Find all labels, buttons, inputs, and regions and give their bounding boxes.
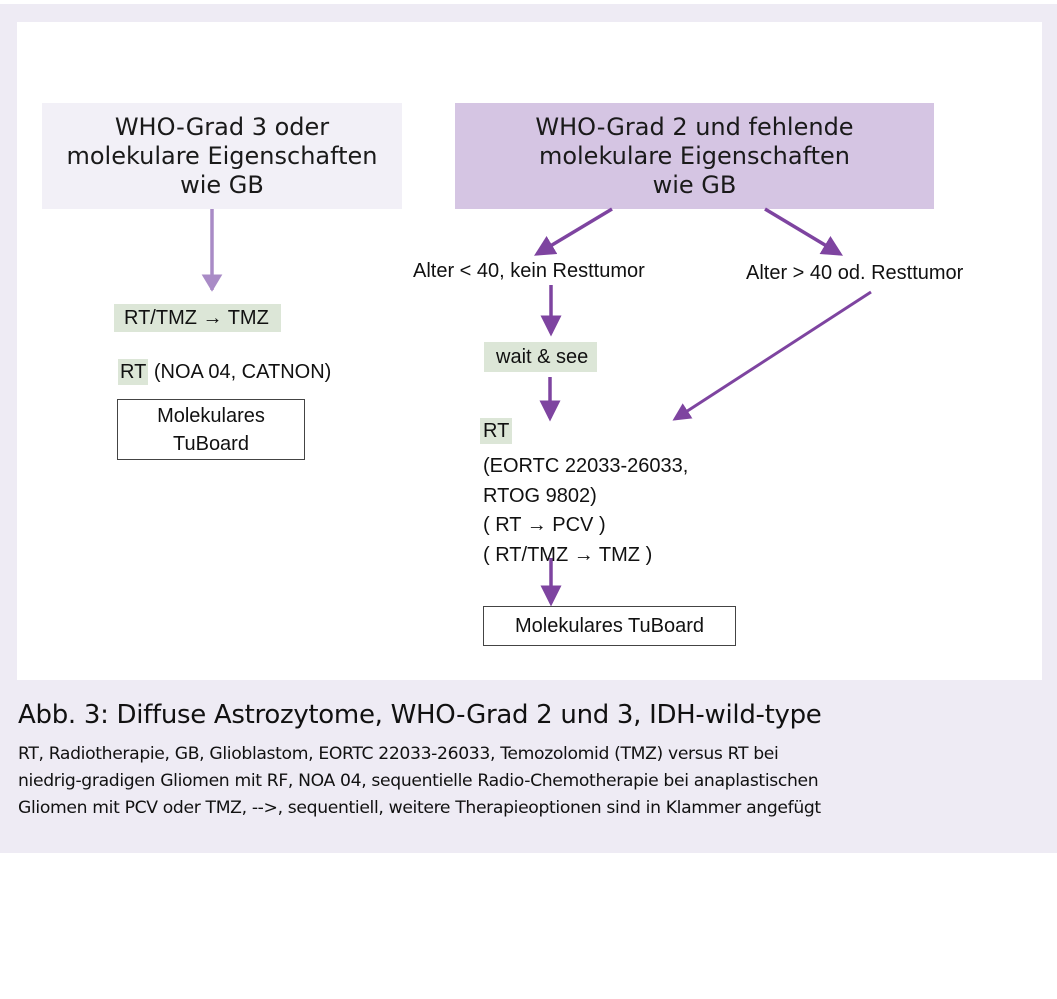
left-tuboard-box: Molekulares TuBoard xyxy=(117,399,305,460)
who-grade2-header: WHO-Grad 2 und fehlende molekulare Eigen… xyxy=(455,103,934,209)
wait-and-see: wait & see xyxy=(484,342,598,372)
arrow-over40-to-rt xyxy=(672,290,872,421)
rt-details: (EORTC 22033-26033, RTOG 9802) ( RT → PC… xyxy=(483,452,688,570)
board-label: Molekulares TuBoard xyxy=(515,615,704,637)
caption-line: RT, Radiotherapie, GB, Glioblastom, EORT… xyxy=(18,744,779,764)
right-tuboard-box: Molekulares TuBoard xyxy=(483,606,736,646)
header-line: WHO-Grad 3 oder xyxy=(114,112,330,141)
caption-line: Gliomen mit PCV oder TMZ, -->, sequentie… xyxy=(18,798,821,818)
header-line: molekulare Eigenschaften xyxy=(538,141,851,170)
board-line: TuBoard xyxy=(173,432,249,455)
left-therapy-secondary: RT (NOA 04, CATNON) xyxy=(118,359,332,385)
condition-over-40: Alter > 40 od. Resttumor xyxy=(746,262,964,284)
caption-line: niedrig-gradigen Gliomen mit RF, NOA 04,… xyxy=(18,771,819,791)
rt-highlight: RT xyxy=(480,418,513,444)
rt-detail-line: ( RT/TMZ → TMZ ) xyxy=(483,543,653,566)
board-line: Molekulares xyxy=(157,404,265,427)
arrow-to-over-40 xyxy=(764,207,844,256)
figure-caption-title: Abb. 3: Diffuse Astrozytome, WHO-Grad 2 … xyxy=(18,700,822,730)
header-line: WHO-Grad 2 und fehlende xyxy=(535,112,854,141)
left-therapy-primary: RT/TMZ → TMZ xyxy=(114,304,281,332)
who-grade3-header: WHO-Grad 3 oder molekulare Eigenschaften… xyxy=(42,103,402,209)
therapy-highlight: RT/TMZ → TMZ xyxy=(114,304,281,332)
wait-highlight: wait & see xyxy=(484,342,598,372)
header-line: wie GB xyxy=(652,170,737,199)
rt-detail-line: ( RT → PCV ) xyxy=(483,514,606,536)
rt-detail-line: (EORTC 22033-26033, xyxy=(483,455,689,477)
condition-under-40: Alter < 40, kein Resttumor xyxy=(413,260,645,282)
rt-highlight: RT xyxy=(118,359,149,385)
header-line: molekulare Eigenschaften xyxy=(66,141,378,170)
rt-trials: (NOA 04, CATNON) xyxy=(148,361,332,383)
rt-detail-line: RTOG 9802) xyxy=(483,484,597,507)
header-line: wie GB xyxy=(180,170,264,199)
arrow-to-under-40 xyxy=(533,207,613,256)
figure-caption-body: RT, Radiotherapie, GB, Glioblastom, EORT… xyxy=(18,741,1038,822)
rt-label: RT xyxy=(480,418,513,444)
